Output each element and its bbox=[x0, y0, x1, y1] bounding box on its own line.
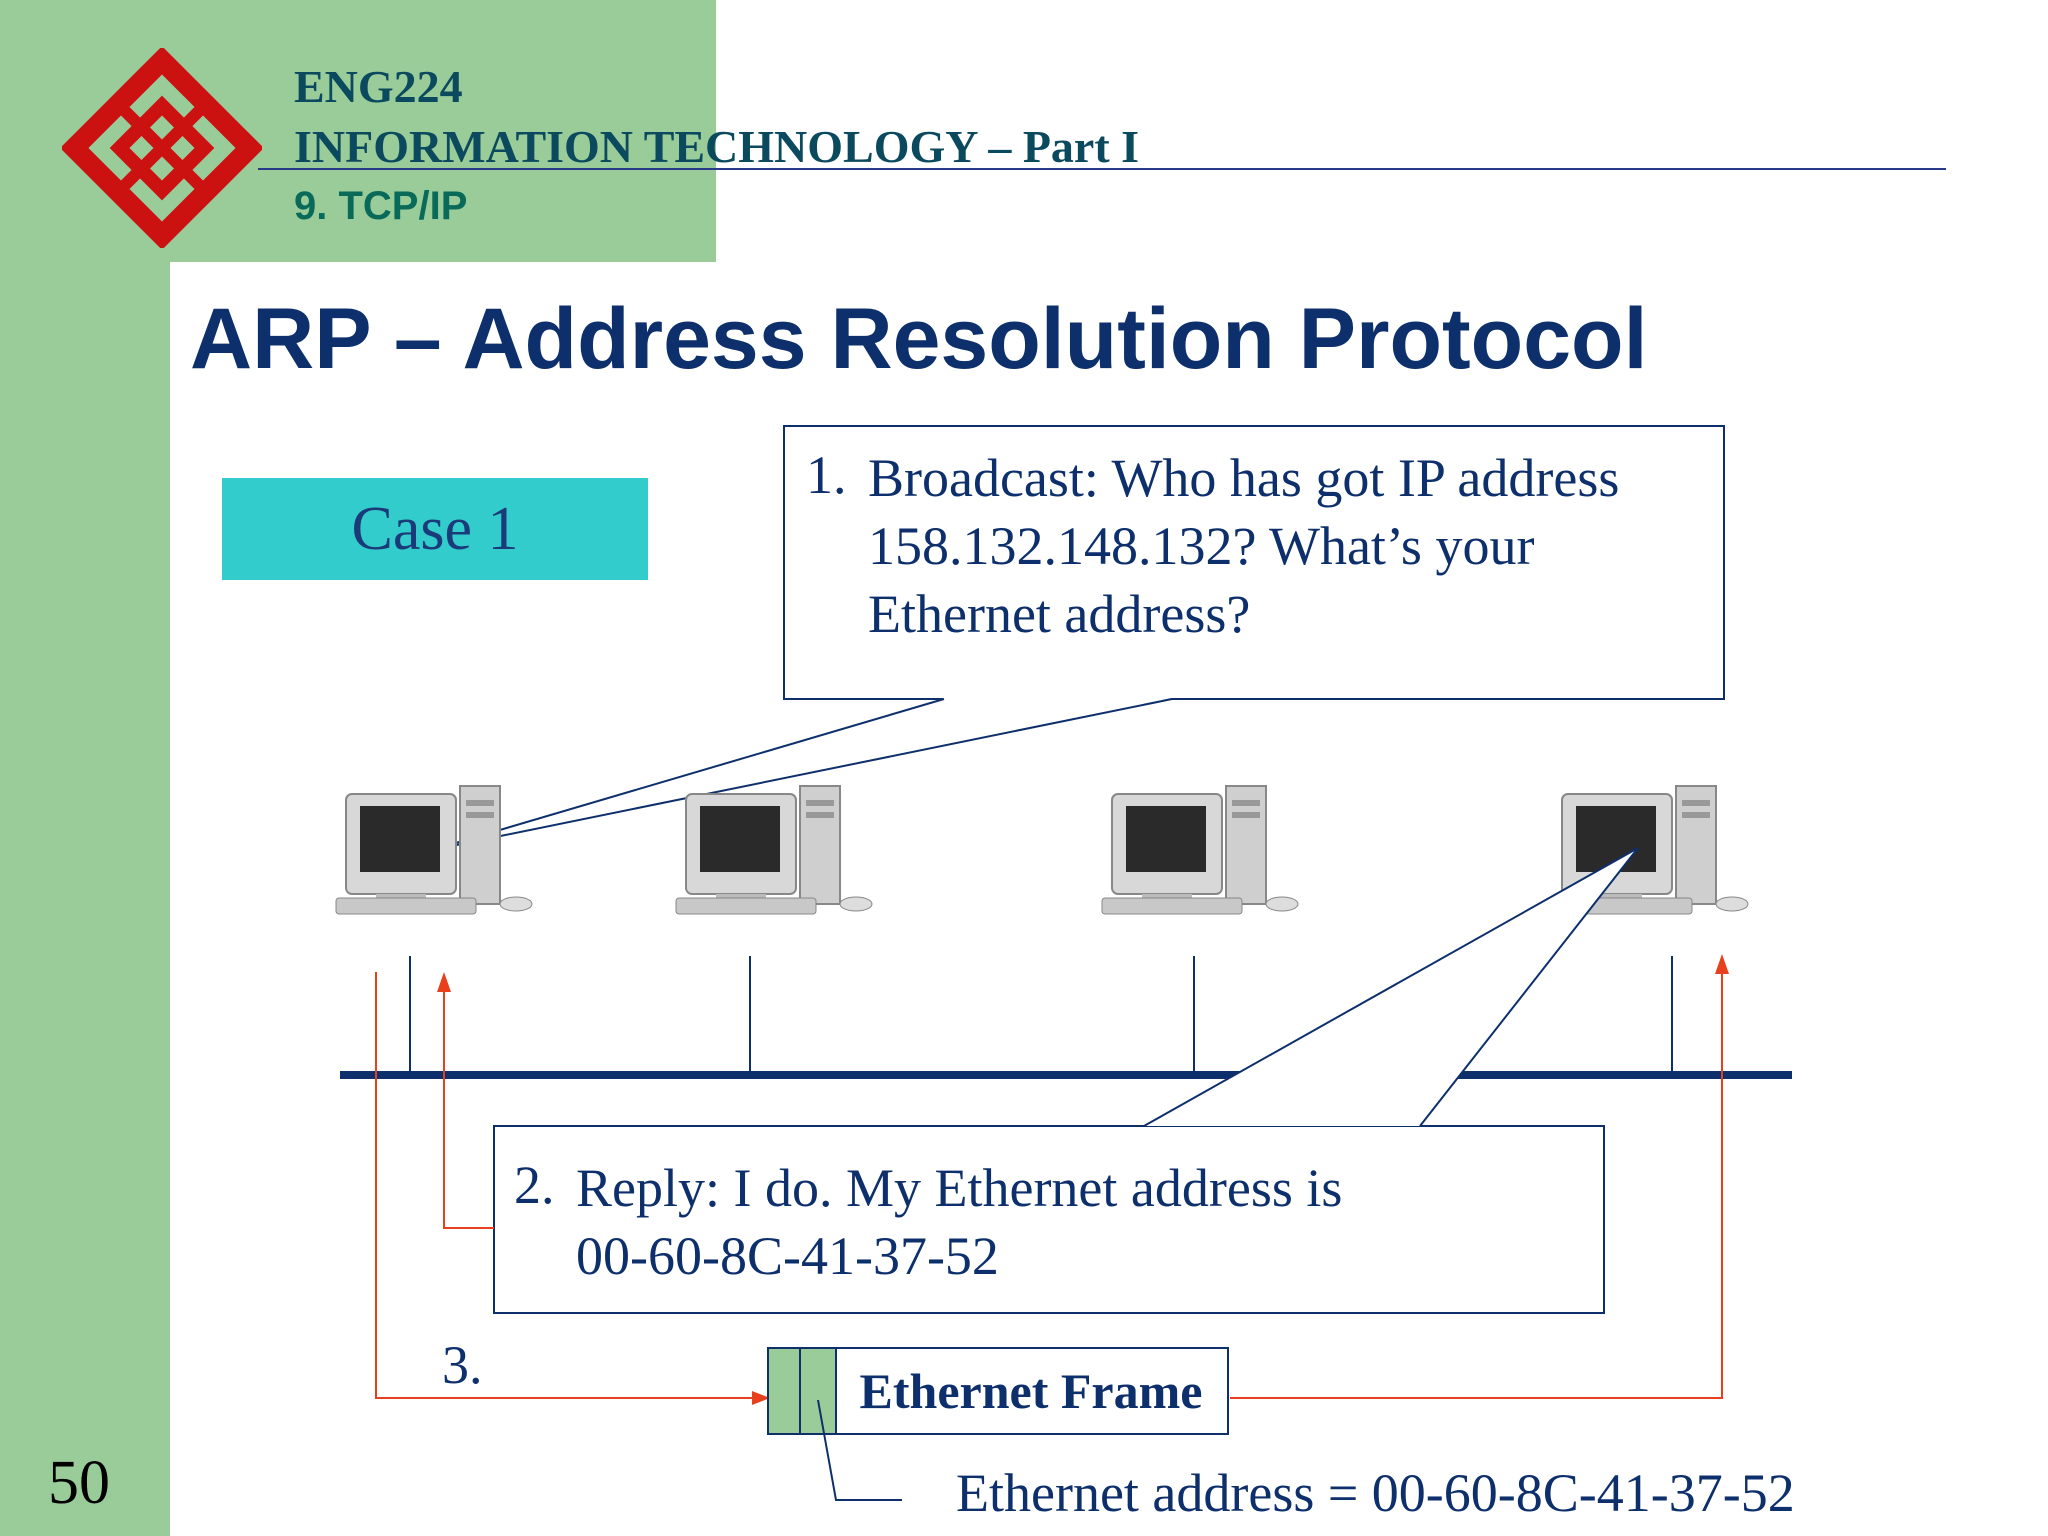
slide-title: ARP – Address Resolution Protocol bbox=[190, 291, 1648, 387]
computer-icon bbox=[335, 785, 533, 915]
header-divider bbox=[258, 168, 1946, 170]
frame-receive-arrow bbox=[1230, 960, 1723, 1399]
computer-icon bbox=[675, 785, 873, 915]
course-code: ENG224 bbox=[294, 61, 463, 112]
reply-line: 00-60-8C-41-37-52 bbox=[576, 1226, 999, 1286]
university-logo bbox=[62, 48, 262, 248]
broadcast-line: Ethernet address? bbox=[868, 584, 1251, 644]
frame-address-field bbox=[799, 1347, 837, 1435]
step-3-label: 3. bbox=[442, 1335, 483, 1395]
reply-step-number: 2. bbox=[514, 1155, 555, 1215]
ethernet-address-note: Ethernet address = 00-60-8C-41-37-52 bbox=[956, 1463, 1795, 1523]
broadcast-line: Broadcast: Who has got IP address bbox=[868, 448, 1620, 508]
chapter-title: 9. TCP/IP bbox=[294, 184, 468, 228]
page-number: 50 bbox=[48, 1449, 110, 1517]
ethernet-frame bbox=[835, 1347, 1229, 1435]
header-band bbox=[0, 0, 716, 262]
reply-pointer-line bbox=[1143, 847, 1639, 1127]
broadcast-line: 158.132.148.132? What’s your bbox=[868, 516, 1535, 576]
address-pointer-line bbox=[817, 1399, 902, 1501]
reply-pointer-line bbox=[1419, 847, 1639, 1127]
broadcast-step-number: 1. bbox=[806, 445, 847, 505]
broadcast-pointer-line bbox=[431, 698, 1173, 851]
reply-callout bbox=[493, 1125, 1605, 1314]
reply-arrow bbox=[443, 978, 494, 1229]
case-label: Case 1 bbox=[222, 478, 648, 580]
frame-send-arrow bbox=[375, 972, 764, 1399]
computer-icon bbox=[1101, 785, 1299, 915]
frame-header-field bbox=[767, 1347, 801, 1435]
ethernet-frame-label: Ethernet Frame bbox=[859, 1363, 1203, 1419]
reply-line: Reply: I do. My Ethernet address is bbox=[576, 1158, 1343, 1218]
broadcast-pointer-line bbox=[431, 698, 945, 851]
course-subject: INFORMATION TECHNOLOGY – Part I bbox=[294, 121, 1140, 172]
broadcast-callout bbox=[783, 425, 1725, 700]
